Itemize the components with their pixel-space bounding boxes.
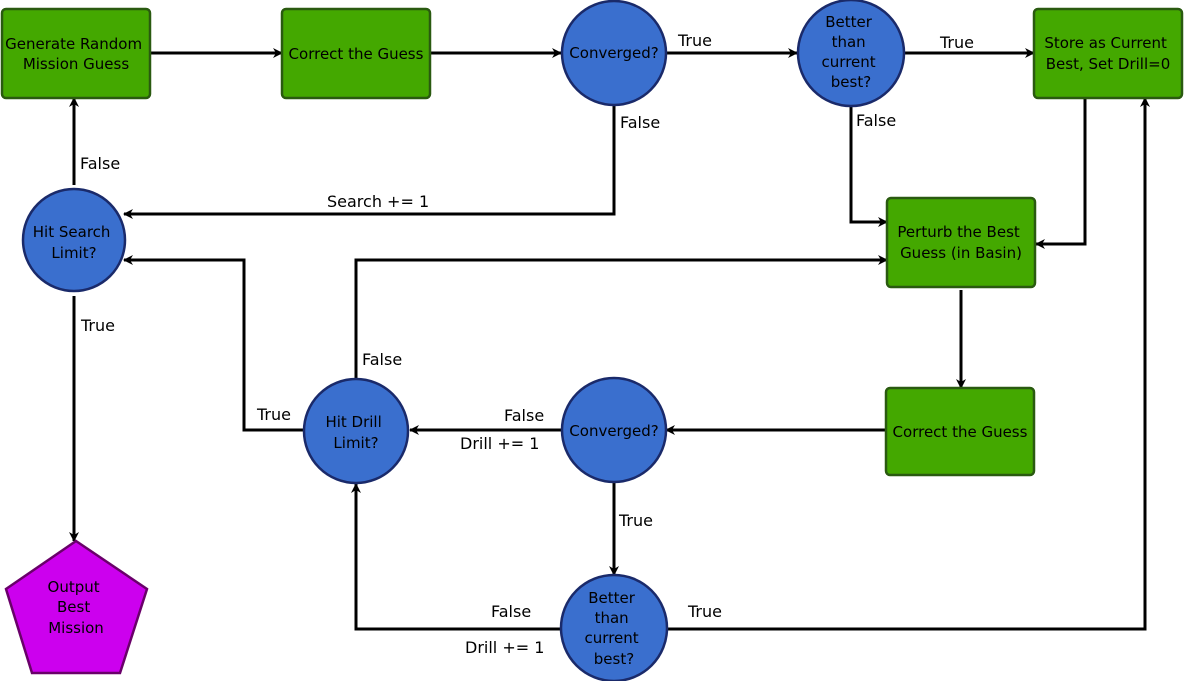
svg-text:Hit Drill Limit?: Hit Drill Limit? (325, 413, 386, 452)
node-converged-bottom: Converged? (560, 376, 668, 484)
node-correct-guess-top: Correct the Guess (280, 7, 432, 100)
node-store-current-best: Store as Current Best, Set Drill=0 (1032, 7, 1184, 100)
edge-better-bottom-true-to-store (666, 97, 1150, 631)
node-better-than-current-top: Better than current best? (796, 0, 906, 108)
edge-converged-false-to-search (123, 105, 616, 219)
label-converged-bottom-true: True (618, 511, 653, 530)
label-hit-search-false: False (80, 154, 120, 173)
svg-text:Better than curren: Better than current best? (822, 13, 881, 91)
edge-better-bottom-false-to-drill (351, 483, 561, 631)
label-better-bottom-false: False (491, 602, 531, 621)
node-converged-top: Converged? (560, 0, 668, 107)
node-generate-random-guess: Generate Random Mission Guess (0, 7, 152, 100)
label-better-bottom-true: True (687, 602, 722, 621)
svg-text:Store as Current Best, S: Store as Current Best, Set Drill=0 (1044, 34, 1171, 73)
label-better-top-true: True (939, 33, 974, 52)
svg-text:Perturb the Best Guess (: Perturb the Best Guess (in Basin) (897, 223, 1024, 262)
edge-drill-true-to-search (123, 255, 304, 432)
label-drill-increment-2: Drill += 1 (465, 638, 544, 657)
label-better-top-false: False (856, 111, 896, 130)
svg-text:Converged?: Converged? (569, 44, 658, 62)
label-converged-bottom-false: False (504, 406, 544, 425)
label-converged-top-false: False (620, 113, 660, 132)
node-perturb-best-guess: Perturb the Best Guess (in Basin) (885, 196, 1037, 289)
label-converged-top-true: True (677, 31, 712, 50)
edge-better-false-to-perturb (849, 105, 888, 227)
edge-drill-false-to-perturb (354, 255, 888, 378)
label-hit-drill-true: True (256, 405, 291, 424)
node-hit-search-limit: Hit Search Limit? (21, 187, 127, 293)
svg-text:Converged?: Converged? (569, 422, 658, 440)
node-hit-drill-limit: Hit Drill Limit? (302, 377, 410, 485)
node-better-than-current-bottom: Better than current best? (559, 573, 669, 681)
svg-text:Correct the Guess: Correct the Guess (893, 423, 1028, 441)
svg-text:Correct the Guess: Correct the Guess (289, 45, 424, 63)
label-drill-increment-1: Drill += 1 (460, 434, 539, 453)
svg-text:Hit Search Limit?: Hit Search Limit? (33, 223, 115, 262)
edge-labels: True True False False Search += 1 False … (80, 31, 974, 657)
svg-text:Generate Random Mission: Generate Random Mission Guess (5, 35, 147, 73)
svg-text:Output Best Missio: Output Best Mission (48, 578, 105, 637)
label-hit-search-true: True (80, 316, 115, 335)
label-search-increment: Search += 1 (327, 192, 429, 211)
node-output-best-mission: Output Best Mission (4, 539, 149, 675)
svg-text:Better than curren: Better than current best? (585, 589, 644, 668)
edges (69, 48, 1150, 631)
label-hit-drill-false: False (362, 350, 402, 369)
node-correct-guess-bottom: Correct the Guess (884, 386, 1036, 477)
edge-store-to-perturb (1035, 98, 1087, 249)
